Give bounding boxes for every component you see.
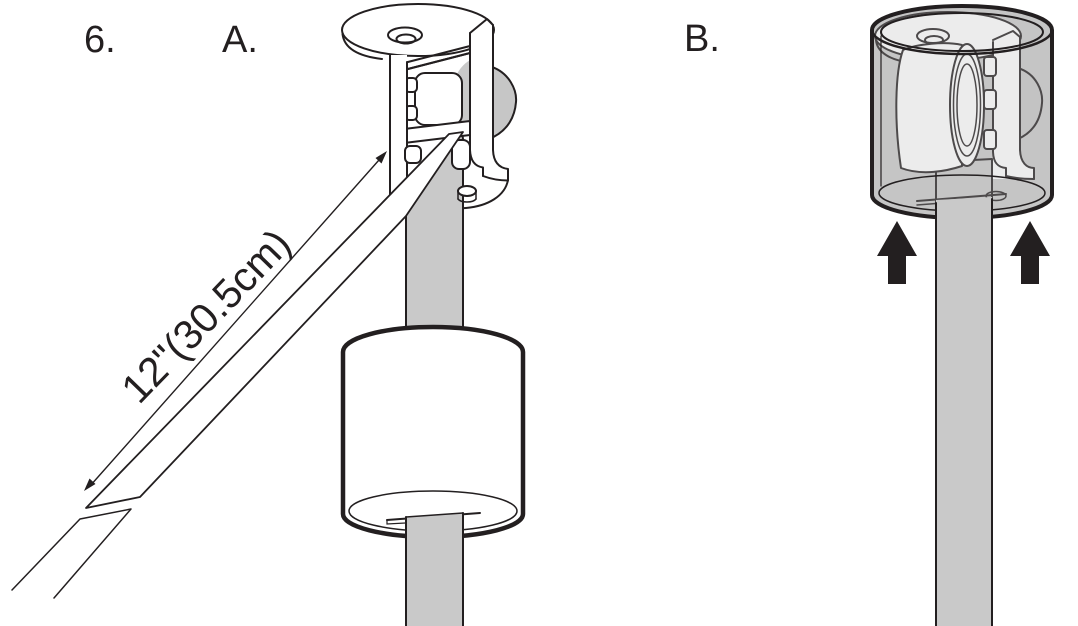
ribbon-band-break bbox=[11, 508, 132, 599]
panel-a: 12"(30.5cm) bbox=[11, 3, 526, 626]
push-up-arrow-left-icon bbox=[877, 221, 917, 284]
measurement-arrow bbox=[84, 151, 387, 491]
base-slot-b bbox=[916, 193, 1007, 202]
ceiling-bracket bbox=[341, 3, 518, 212]
step-number-label: 6. bbox=[84, 19, 116, 61]
panel-a-label: A. bbox=[222, 19, 258, 61]
base-slot-detail bbox=[457, 185, 477, 197]
canopy-top-rim bbox=[870, 4, 1054, 56]
panel-b-label: B. bbox=[684, 18, 720, 60]
strap-lower bbox=[405, 512, 464, 626]
canopy-cylinder bbox=[340, 324, 526, 540]
ball-knob bbox=[488, 64, 518, 141]
strap-lower-b bbox=[935, 197, 993, 626]
strap-spool bbox=[414, 72, 463, 126]
socket-cup bbox=[895, 42, 963, 174]
bracket-inside-canopy bbox=[874, 11, 1044, 214]
push-up-arrow-right-icon bbox=[1010, 221, 1050, 284]
ribbon-band bbox=[85, 131, 464, 509]
panel-b bbox=[870, 4, 1054, 626]
ball-knob-b bbox=[1017, 66, 1044, 141]
